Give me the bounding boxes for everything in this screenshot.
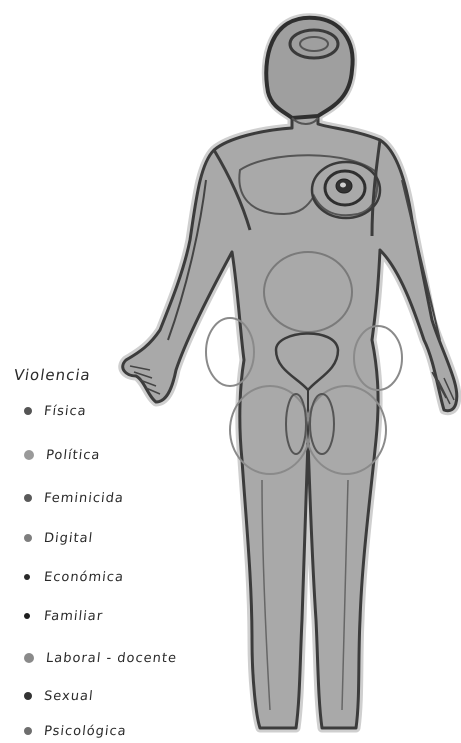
heart-marker-dot — [340, 183, 346, 188]
head-outline — [266, 18, 352, 118]
